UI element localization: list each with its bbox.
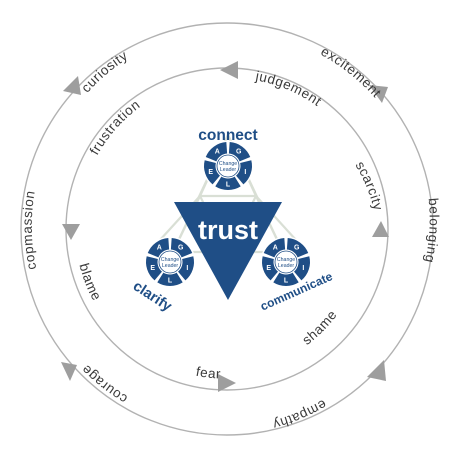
wheel-segment [204,160,220,185]
wheel-segment [146,256,162,281]
outer-arrow-icon [61,362,77,381]
trust-title: trust [198,215,258,245]
outer-label-curiosity: curiosity [78,48,130,96]
inner-label-shame: shame [299,307,339,348]
wheel-letter: I [244,169,246,176]
wheel-hub-text: Leader [220,167,236,173]
wheel-segment [170,238,193,258]
outer-arrow-icon [367,360,386,381]
wheel-hub-text: Change [277,257,295,263]
wheel-segment [262,256,278,281]
wheel-letter: E [266,265,271,272]
wheel-letter: I [186,265,188,272]
outer-label-excitement: excitement [318,44,384,101]
outer-label-copmassion: copmassion [20,189,40,271]
wheel-segment [263,238,286,258]
wheel-hub-text: Change [161,257,179,263]
wheel-segment [215,176,241,190]
wheel-hub [274,250,298,274]
wheel-letter: L [284,278,289,285]
wheel-hub [216,154,240,178]
outer-arrow-icon [369,85,388,103]
wheel-letter: G [294,245,300,252]
wheel-letter: A [215,149,220,156]
wheel-letter: I [302,265,304,272]
inner-label-judgement: judgement [254,68,325,109]
wheel-segment [286,238,309,258]
inner-arrow-icon [220,61,238,79]
outer-label-belonging: belonging [422,197,442,264]
wheel-segment [294,256,310,281]
wheel-hub-text: Leader [278,263,294,269]
wheel-segment [147,238,170,258]
inner-label-fear: fear [195,364,222,382]
wheel-hub-text: Leader [162,263,178,269]
inner-arrow-icon [62,224,80,240]
inner-label-scarcity: scarcity [353,159,386,213]
wheel-letter: L [168,278,173,285]
outer-ring [20,22,434,436]
wheel-letter: E [208,169,213,176]
wheel-letter: G [236,149,242,156]
outer-label-empathy: empathy [271,397,329,433]
wheel-segment [205,142,228,162]
wheel-segment [236,160,252,185]
role-label-connect: connect [198,127,257,144]
outer-label-courage: courage [78,362,130,407]
wheel-segment [178,256,194,281]
wheel-hub [158,250,182,274]
wheel-letter: A [157,245,162,252]
wheel-letter: G [178,245,184,252]
wheel-letter: L [226,182,231,189]
wheel-hub-text: Change [219,161,237,167]
wheel-letter: E [150,265,155,272]
wheel-segment [157,272,183,286]
wheel-segment [228,142,251,162]
trust-triangle [174,202,282,300]
inner-label-frustration: frustration [87,97,143,158]
inner-arrow-icon [218,374,236,392]
outer-arrow-icon [63,76,81,95]
inner-arrow-icon [372,221,389,237]
wheel-letter: A [273,245,278,252]
wheel-segment [273,272,299,286]
